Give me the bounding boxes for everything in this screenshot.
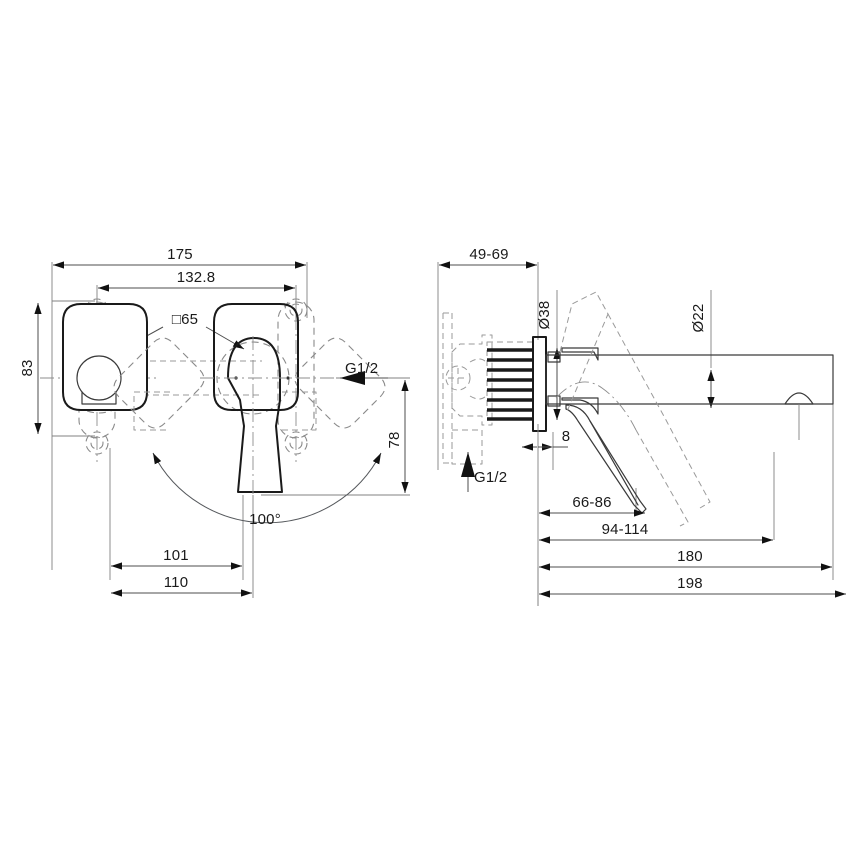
- dim-175: 175: [53, 246, 306, 269]
- dim-175-label: 175: [167, 246, 193, 263]
- dim-100-degrees-label: 100°: [249, 511, 281, 528]
- dim-110: 110: [111, 574, 252, 597]
- dim-101-label: 101: [163, 547, 189, 564]
- front-right-escutcheon: [213, 303, 299, 411]
- dim-198-label: 198: [677, 575, 703, 592]
- front-view: 175 132.8 83 □65: [19, 246, 410, 600]
- dim-94-114-label: 94-114: [602, 521, 649, 538]
- front-lever-ghost-left: [113, 337, 205, 431]
- dim-g12-side-label: G1/2: [474, 469, 507, 486]
- side-valve-body-hidden: [437, 300, 534, 470]
- dim-132-8-label: 132.8: [177, 269, 216, 286]
- dim-sq65-label: □65: [172, 311, 198, 328]
- dim-83-label: 83: [19, 359, 36, 376]
- front-lever-ghost-right: [282, 337, 386, 431]
- dim-8: 8: [522, 424, 570, 500]
- side-knurled-collar: [487, 348, 533, 421]
- dim-132-8: 132.8: [98, 269, 295, 292]
- dim-101: 101: [111, 547, 242, 570]
- dim-198: 198: [537, 567, 846, 606]
- dim-8-label: 8: [562, 428, 571, 445]
- dim-g12-side: G1/2: [461, 452, 507, 492]
- dim-110-label: 110: [164, 574, 189, 591]
- dim-49-69: 49-69: [439, 246, 537, 269]
- side-cartridge-hub: [547, 347, 599, 415]
- dim-g12-front: G1/2: [340, 360, 388, 385]
- dim-66-86: 66-86: [539, 494, 645, 517]
- dim-83: 83: [19, 303, 42, 434]
- front-lever-handle: [200, 336, 336, 600]
- dim-78-label: 78: [386, 431, 403, 448]
- dim-d38: Ø38: [536, 290, 561, 420]
- dim-49-69-label: 49-69: [469, 246, 508, 263]
- side-lever-ghost-up: [555, 291, 711, 527]
- dim-d22-label: Ø22: [690, 304, 707, 333]
- dim-g12-front-label: G1/2: [345, 360, 378, 377]
- dim-d38-label: Ø38: [536, 301, 553, 330]
- side-spout: [545, 354, 834, 440]
- dim-66-86-label: 66-86: [572, 494, 611, 511]
- side-view: 49-69 Ø38 Ø22: [437, 246, 846, 606]
- front-left-escutcheon: [62, 303, 148, 411]
- dim-94-114: 94-114: [539, 521, 773, 544]
- dim-180: 180: [539, 548, 832, 571]
- dim-78: 78: [386, 380, 409, 493]
- dim-100-degrees: 100°: [152, 452, 382, 528]
- dim-180-label: 180: [677, 548, 703, 565]
